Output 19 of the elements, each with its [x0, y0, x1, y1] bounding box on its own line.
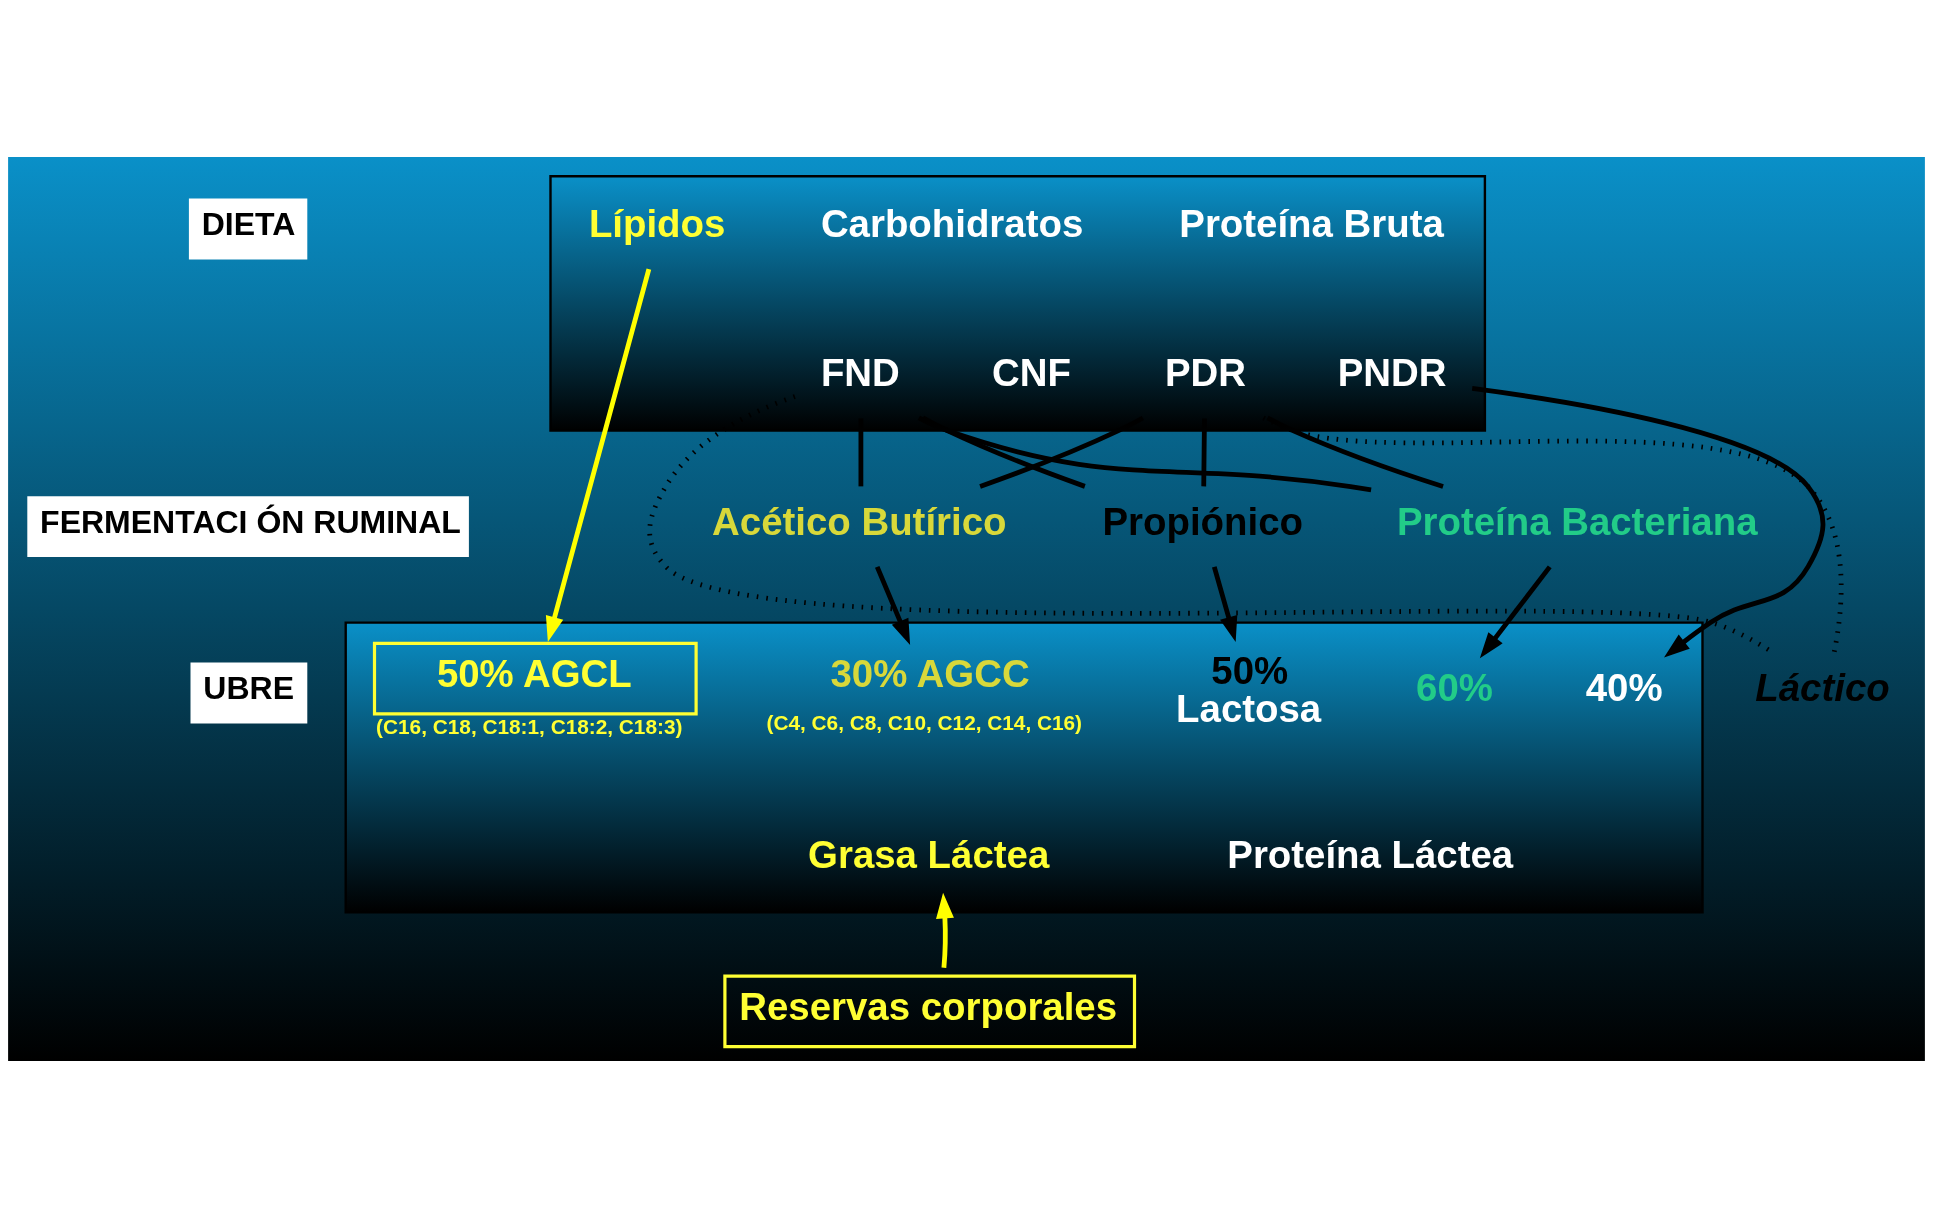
node-label: (C4, C6, C8, C10, C12, C14, C16)	[766, 711, 1083, 735]
node-text: 30% AGCC	[830, 651, 1030, 695]
node-text: Proteína Bruta	[1179, 202, 1444, 246]
node-text: PDR	[1164, 351, 1246, 395]
node-text: Propiónico	[1102, 499, 1303, 543]
node-text: Láctico	[1755, 666, 1890, 710]
node-text: Proteína Láctea	[1227, 832, 1514, 876]
node-text: Grasa Láctea	[808, 832, 1050, 876]
node-label: (C16, C18, C18:1, C18:2, C18:3)	[376, 714, 683, 738]
node-text: PNDR	[1337, 351, 1447, 395]
node-text: Acético Butírico	[712, 499, 1007, 543]
node-text: FND	[820, 351, 900, 395]
node-text: 40%	[1585, 666, 1663, 710]
node-text: CNF	[992, 351, 1072, 395]
node-text: Proteína Bacteriana	[1396, 499, 1758, 543]
node-text: 50% Lactosa	[1176, 648, 1322, 731]
node-text: Lípidos	[588, 202, 726, 246]
node-text: 60%	[1416, 666, 1493, 710]
node-text: Carbohidratos	[820, 202, 1084, 246]
